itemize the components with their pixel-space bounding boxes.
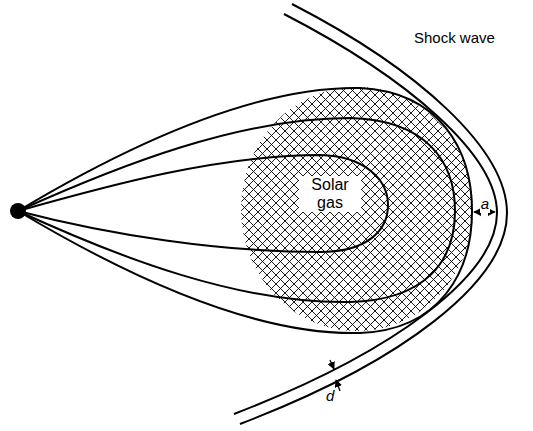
region-label: Solar gas — [299, 176, 361, 211]
dimension-label: d — [326, 388, 334, 405]
earth-dot — [10, 203, 26, 219]
dimension-arrow — [336, 380, 340, 391]
dimension-label: a — [480, 196, 490, 213]
solar-gas-region: Solar gas — [240, 86, 474, 332]
dimension-arrow — [330, 360, 334, 369]
shock-wave-label: Shock wave — [414, 30, 495, 47]
field-line — [18, 88, 472, 333]
shock-line — [234, 14, 497, 414]
